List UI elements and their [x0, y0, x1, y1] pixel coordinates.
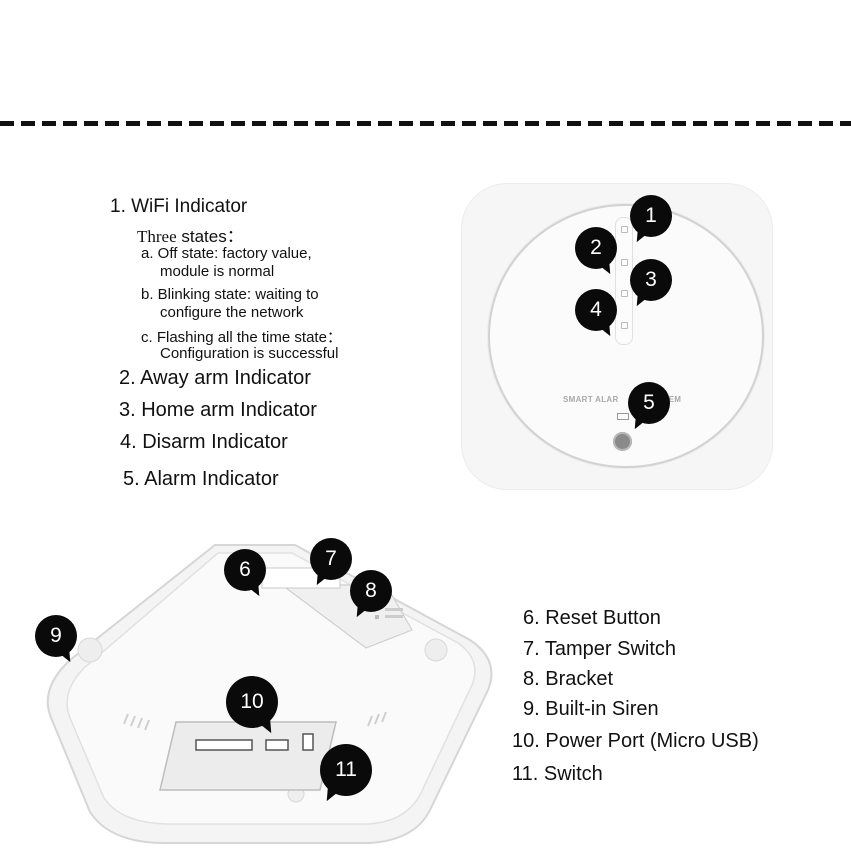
state-a-line1: a. Off state: factory value,: [141, 245, 312, 262]
state-c-line1: c. Flashing all the time state：: [141, 329, 342, 346]
device-brand-text-start: SMART ALAR: [563, 395, 619, 404]
callout-8: 8: [350, 570, 392, 612]
legend-item-5: 5. Alarm Indicator: [123, 468, 279, 490]
state-a-line2: module is normal: [160, 263, 275, 280]
callout-1: 1: [630, 195, 672, 237]
callout-10: 10: [226, 676, 278, 728]
callout-11: 11: [320, 744, 372, 796]
legend-item-3: 3. Home arm Indicator: [119, 399, 317, 421]
legend-item-1-states: Three states：: [137, 222, 244, 247]
legend-item-6: 6. Reset Button: [523, 607, 661, 629]
wifi-indicator-icon: [621, 226, 628, 233]
callout-4: 4: [575, 289, 617, 331]
callout-5: 5: [628, 382, 670, 424]
away-arm-indicator-icon: [621, 259, 628, 266]
device-button-icon: [613, 432, 632, 451]
disarm-indicator-icon: [621, 322, 628, 329]
callout-9: 9: [35, 615, 77, 657]
states-rest: states：: [176, 227, 244, 246]
callout-7: 7: [310, 538, 352, 580]
legend-item-7: 7. Tamper Switch: [523, 638, 677, 660]
legend-item-11: 11. Switch: [512, 763, 603, 785]
callout-2: 2: [575, 227, 617, 269]
dashed-divider: [0, 121, 851, 126]
home-arm-indicator-icon: [621, 290, 628, 297]
state-c-line2: Configuration is successful: [160, 345, 339, 362]
state-b-line2: configure the network: [160, 304, 304, 321]
legend-item-8: 8. Bracket: [523, 668, 614, 690]
legend-item-10: 10. Power Port (Micro USB): [512, 730, 759, 752]
state-b-line1: b. Blinking state: waiting to: [141, 286, 319, 303]
states-word: Three: [137, 227, 177, 246]
device-brand-text: SMART ALAR EM: [563, 395, 681, 404]
legend-item-4: 4. Disarm Indicator: [120, 431, 288, 453]
callout-3: 3: [630, 259, 672, 301]
alarm-led-icon: [617, 413, 629, 420]
callout-6: 6: [224, 549, 266, 591]
legend-item-2: 2. Away arm Indicator: [119, 367, 311, 389]
legend-item-1-title: 1. WiFi Indicator: [110, 196, 248, 217]
legend-item-9: 9. Built-in Siren: [523, 698, 659, 720]
device-brand-text-end: EM: [668, 395, 682, 404]
